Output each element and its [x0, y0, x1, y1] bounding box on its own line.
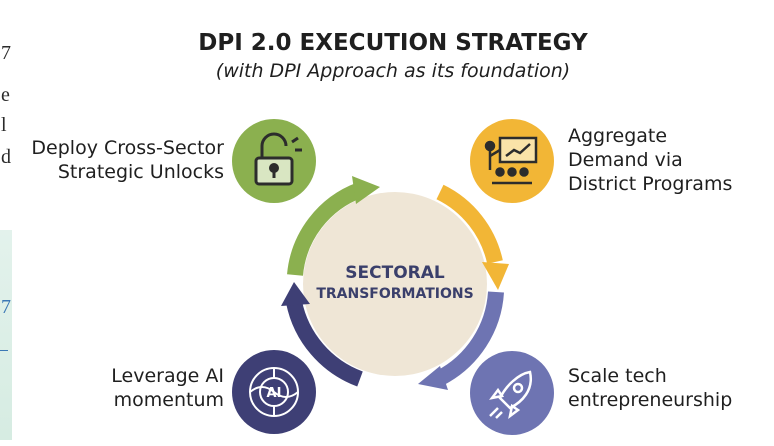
cycle-arrow-yellow	[436, 184, 509, 290]
step-label-line: momentum	[113, 389, 224, 411]
diagram-subtitle: (with DPI Approach as its foundation)	[215, 60, 571, 82]
background-text-fragment: d	[1, 146, 11, 168]
step-label-scale: Scale tech entrepreneurship	[568, 364, 732, 412]
step-label-line: Aggregate	[568, 125, 668, 147]
background-text-fragment: 7	[1, 42, 11, 64]
rocket-icon	[489, 370, 533, 419]
background-link-underline	[0, 350, 8, 351]
background-tint	[0, 230, 12, 440]
diagram-title: DPI 2.0 EXECUTION STRATEGY	[198, 30, 588, 56]
step-label-line: Strategic Unlocks	[57, 161, 224, 183]
step-label-line: District Programs	[568, 173, 733, 195]
step-label-line: entrepreneurship	[568, 389, 733, 411]
step-label-leverage: Leverage AI momentum	[111, 364, 224, 412]
step-rocket-badge	[470, 351, 554, 435]
background-link-fragment[interactable]: 7	[1, 296, 11, 318]
cycle-arrow-purple	[418, 291, 504, 390]
step-label-line: Scale tech	[568, 365, 667, 387]
cycle-arrow-green	[287, 176, 380, 276]
step-label-line: Leverage AI	[111, 365, 224, 387]
center-label-primary: SECTORAL	[345, 263, 445, 283]
step-presentation-badge	[470, 119, 554, 203]
presentation-icon	[484, 136, 538, 185]
center-disk	[303, 192, 487, 376]
ai-brain-icon: AI	[249, 367, 299, 417]
step-lock-badge	[232, 119, 316, 203]
background-text-fragment: l	[1, 114, 7, 136]
step-label-line: Deploy Cross-Sector	[31, 137, 224, 159]
cycle-arrow-navy	[281, 282, 363, 387]
step-label-deploy: Deploy Cross-Sector Strategic Unlocks	[31, 136, 224, 184]
center-label-secondary: TRANSFORMATIONS	[316, 286, 474, 302]
lock-icon	[254, 132, 302, 186]
background-text-fragment: e	[1, 84, 10, 106]
step-label-aggregate: Aggregate Demand via District Programs	[568, 124, 732, 196]
step-ai-badge: AI	[232, 350, 316, 434]
svg-text:AI: AI	[267, 386, 282, 401]
step-label-line: Demand via	[568, 149, 683, 171]
